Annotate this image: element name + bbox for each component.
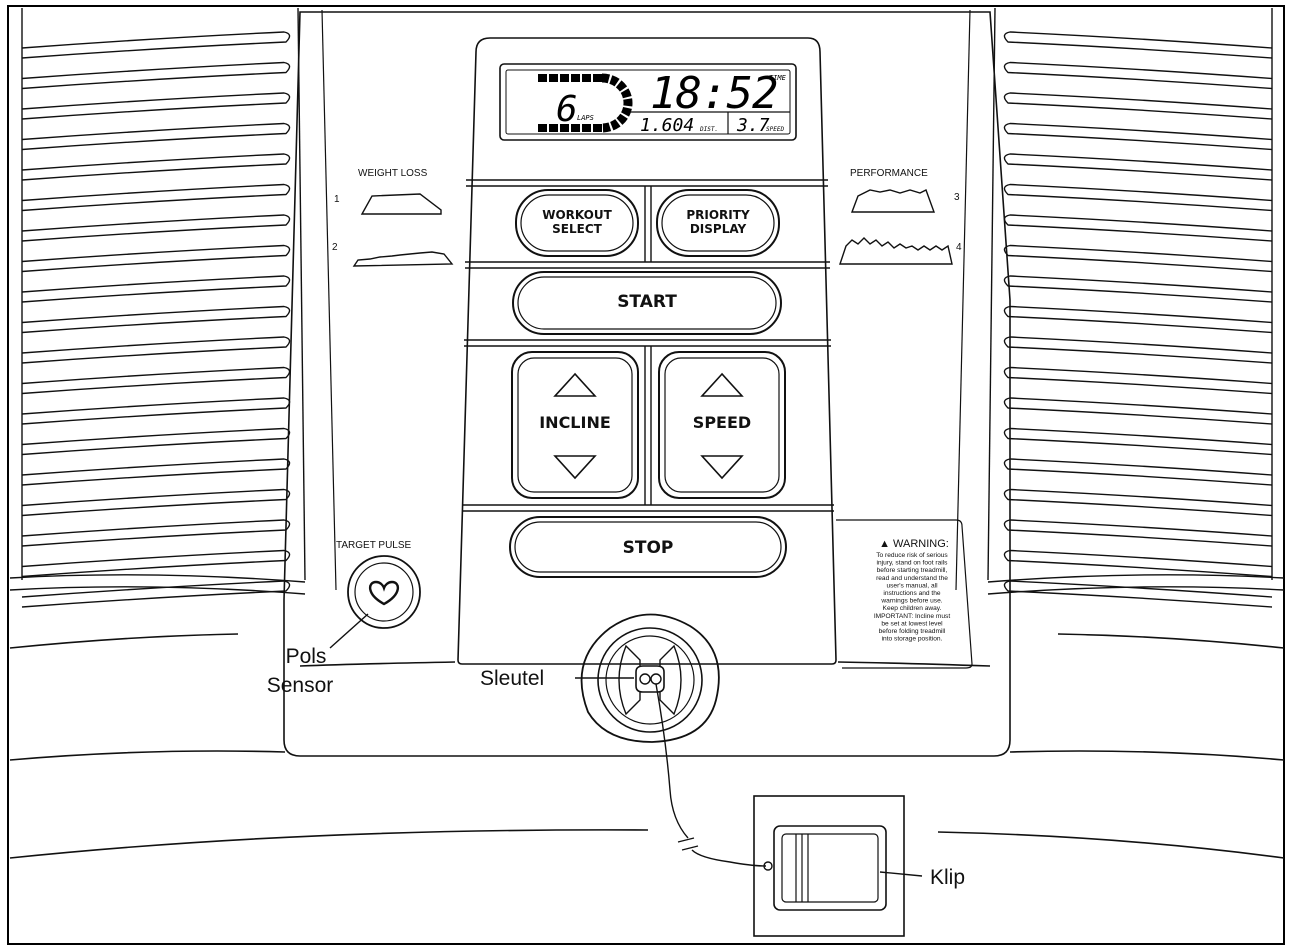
workout-select-button[interactable]: WORKOUT SELECT [515, 189, 639, 257]
speed-label: SPEED [766, 126, 784, 133]
speed-label: SPEED [693, 413, 751, 432]
side-panel-borders [9, 7, 1285, 595]
incline-label: INCLINE [539, 413, 611, 432]
sleutel-callout: Sleutel [480, 667, 544, 690]
warning-line: before starting treadmill, [877, 567, 948, 574]
console-right-edge [955, 9, 971, 591]
weight-loss-title: WEIGHT LOSS [358, 168, 428, 179]
warning-line: instructions and the [883, 590, 941, 597]
program-1-number: 1 [334, 194, 340, 205]
program-1-profile-icon[interactable] [360, 193, 442, 215]
warning-line: injury, stand on foot rails [877, 560, 949, 567]
console-left-edge [321, 9, 337, 591]
lcd-display: 6 LAPS 18:52 TIME 1.604 DIST. 3.7 SPEED [499, 63, 797, 141]
incline-down-arrow[interactable] [553, 455, 597, 480]
performance-programs: PERFORMANCE 3 4 [839, 168, 962, 265]
outer-frame [7, 5, 1285, 945]
program-4-number: 4 [956, 242, 962, 253]
panel-dividers [462, 179, 834, 512]
laps-value: 6 [556, 89, 578, 130]
target-pulse: TARGET PULSE [329, 540, 421, 649]
klip-callout: Klip [930, 866, 965, 889]
warning-line: before folding treadmill [879, 628, 946, 635]
performance-title: PERFORMANCE [850, 168, 928, 179]
time-label: TIME [769, 74, 787, 82]
warning-line: into storage position. [882, 636, 943, 643]
workout-select-label-2: SELECT [552, 222, 602, 236]
priority-display-button[interactable]: PRIORITY DISPLAY [656, 189, 780, 257]
warning-line: To reduce risk of serious [876, 552, 948, 559]
priority-display-label-1: PRIORITY [686, 208, 750, 222]
base-curves [9, 633, 1285, 859]
console-body [283, 11, 1011, 757]
pols-sensor-callout-2: Sensor [267, 674, 334, 697]
incline-up-arrow[interactable] [553, 372, 597, 397]
right-speaker-grille [1003, 31, 1273, 608]
lanyard-cord [655, 683, 767, 867]
laps-label: LAPS [577, 114, 594, 122]
heart-icon [369, 580, 399, 606]
time-value: 18:52 [650, 68, 777, 119]
weight-loss-programs: WEIGHT LOSS 1 2 [332, 168, 454, 267]
priority-display-label-2: DISPLAY [690, 222, 747, 236]
program-3-number: 3 [954, 192, 960, 203]
warning-label: ▲ WARNING: To reduce risk of seriousinju… [874, 538, 951, 643]
distance-label: DIST. [699, 126, 718, 133]
warning-panel [836, 519, 973, 669]
safety-key-socket [575, 613, 720, 743]
warning-title: ▲ WARNING: [879, 538, 949, 550]
program-2-number: 2 [332, 242, 338, 253]
incline-rocker[interactable]: INCLINE [511, 351, 639, 499]
warning-line: be set at lowest level [881, 620, 943, 627]
stop-button[interactable]: STOP [509, 516, 787, 578]
safety-clip[interactable] [753, 795, 923, 937]
speed-down-arrow[interactable] [700, 455, 744, 480]
lap-track [538, 73, 633, 133]
warning-line: user's manual, all [886, 582, 938, 589]
start-button[interactable]: START [512, 271, 782, 335]
start-label: START [617, 292, 677, 312]
workout-select-label-1: WORKOUT [542, 208, 612, 222]
target-pulse-label: TARGET PULSE [336, 540, 412, 551]
warning-line: IMPORTANT: Incline must [874, 613, 951, 620]
pols-sensor-callout-1: Pols [286, 645, 327, 668]
program-4-profile-icon[interactable] [839, 237, 953, 265]
program-3-profile-icon[interactable] [850, 189, 935, 213]
speed-value: 3.7 [736, 115, 770, 136]
left-speaker-grille [21, 31, 291, 608]
center-panel [457, 37, 837, 665]
warning-line: warnings before use. [880, 598, 942, 605]
warning-line: Keep children away. [883, 605, 942, 612]
warning-line: read and understand the [876, 575, 948, 582]
speed-rocker[interactable]: SPEED [658, 351, 786, 499]
pulse-sensor[interactable] [347, 555, 421, 629]
program-2-profile-icon[interactable] [352, 251, 454, 267]
speed-up-arrow[interactable] [700, 372, 744, 397]
distance-value: 1.604 [640, 115, 694, 136]
stop-label: STOP [623, 538, 674, 558]
